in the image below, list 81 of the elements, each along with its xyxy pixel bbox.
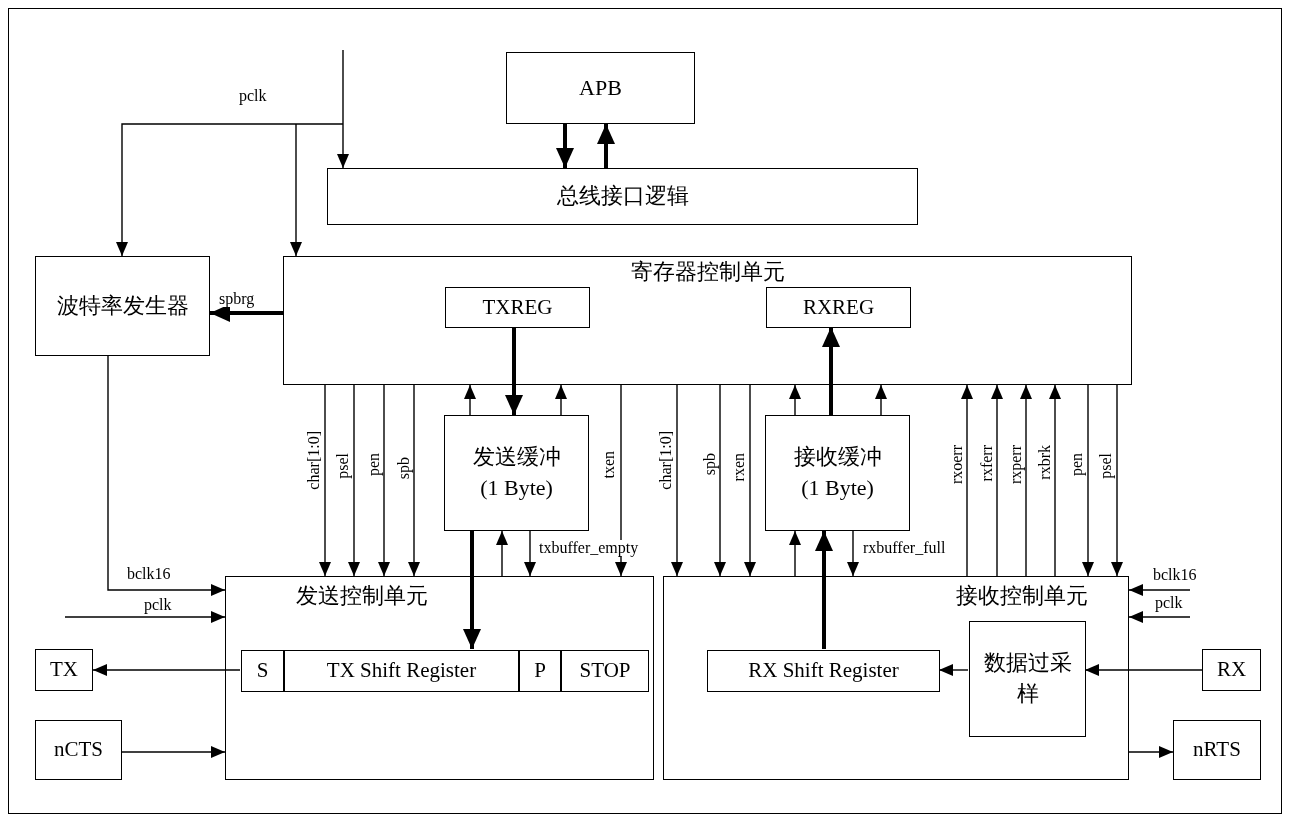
arrow xyxy=(556,124,574,168)
arrow xyxy=(1128,611,1191,623)
edge-label: rxbrk xyxy=(1037,444,1053,481)
arrow xyxy=(671,384,683,577)
arrow xyxy=(464,384,476,416)
arrow xyxy=(789,530,801,577)
arrow xyxy=(408,384,420,577)
edge-label: char[1:0] xyxy=(306,430,322,491)
module-box xyxy=(225,576,654,780)
arrow xyxy=(524,530,536,577)
arrow xyxy=(597,124,615,168)
module-title: 接收控制单元 xyxy=(956,582,1088,610)
arrow xyxy=(210,304,283,322)
arrow xyxy=(92,664,241,676)
arrow xyxy=(789,384,801,416)
module-box: TX Shift Register xyxy=(284,650,519,692)
arrow xyxy=(496,530,508,577)
edge-label: psel xyxy=(1098,452,1114,480)
arrow xyxy=(121,746,226,758)
module-box: 波特率发生器 xyxy=(35,256,210,356)
module-box: 发送缓冲 (1 Byte) xyxy=(444,415,589,531)
module-title: 寄存器控制单元 xyxy=(630,258,785,286)
edge-label: txbuffer_empty xyxy=(538,540,640,556)
arrow xyxy=(1082,384,1094,577)
edge-label: char[1:0] xyxy=(658,430,674,491)
arrow xyxy=(116,123,344,257)
arrow xyxy=(64,611,226,623)
arrow xyxy=(505,327,523,415)
arrow xyxy=(847,530,859,577)
arrow xyxy=(1084,664,1203,676)
module-box xyxy=(663,576,1129,780)
edge-label: psel xyxy=(335,452,351,480)
module-box xyxy=(283,256,1132,385)
edge-label: bclk16 xyxy=(1152,567,1198,583)
arrow xyxy=(961,384,973,577)
pin-box: TX xyxy=(35,649,93,691)
pin-box: nCTS xyxy=(35,720,122,780)
arrow xyxy=(1128,584,1191,596)
edge-label: spb xyxy=(702,452,718,477)
module-box: 数据过采样 xyxy=(969,621,1086,737)
arrow xyxy=(822,327,840,415)
arrow xyxy=(463,531,481,649)
arrow xyxy=(107,355,226,596)
arrow xyxy=(337,49,349,169)
module-box: APB xyxy=(506,52,695,124)
edge-label: pclk xyxy=(143,597,173,613)
arrow xyxy=(1049,384,1061,577)
edge-label: txen xyxy=(601,450,617,480)
module-box: 接收缓冲 (1 Byte) xyxy=(765,415,910,531)
edge-label: bclk16 xyxy=(126,566,172,582)
arrow xyxy=(319,384,331,577)
arrow xyxy=(348,384,360,577)
arrow xyxy=(1128,746,1174,758)
module-box: S xyxy=(241,650,284,692)
edge-label: rxferr xyxy=(979,444,995,483)
arrow xyxy=(290,123,302,257)
module-box: P xyxy=(519,650,561,692)
pin-box: nRTS xyxy=(1173,720,1261,780)
module-box: RXREG xyxy=(766,287,911,328)
edge-label: pclk xyxy=(1154,595,1184,611)
arrow xyxy=(555,384,567,416)
arrow xyxy=(938,664,969,676)
edge-label: spbrg xyxy=(218,291,256,307)
arrow xyxy=(815,531,833,649)
module-box: STOP xyxy=(561,650,649,692)
arrow xyxy=(1020,384,1032,577)
module-box: RX Shift Register xyxy=(707,650,940,692)
arrow xyxy=(378,384,390,577)
edge-label: spb xyxy=(396,456,412,481)
arrow xyxy=(991,384,1003,577)
arrow xyxy=(875,384,887,416)
module-title: 发送控制单元 xyxy=(296,582,428,610)
module-box: TXREG xyxy=(445,287,590,328)
edge-label: rxbuffer_full xyxy=(862,540,947,556)
pin-box: RX xyxy=(1202,649,1261,691)
edge-label: pclk xyxy=(238,88,268,104)
arrow xyxy=(714,384,726,577)
arrow xyxy=(744,384,756,577)
arrow xyxy=(1111,384,1123,577)
module-box: 总线接口逻辑 xyxy=(327,168,918,225)
arrow xyxy=(615,384,627,577)
